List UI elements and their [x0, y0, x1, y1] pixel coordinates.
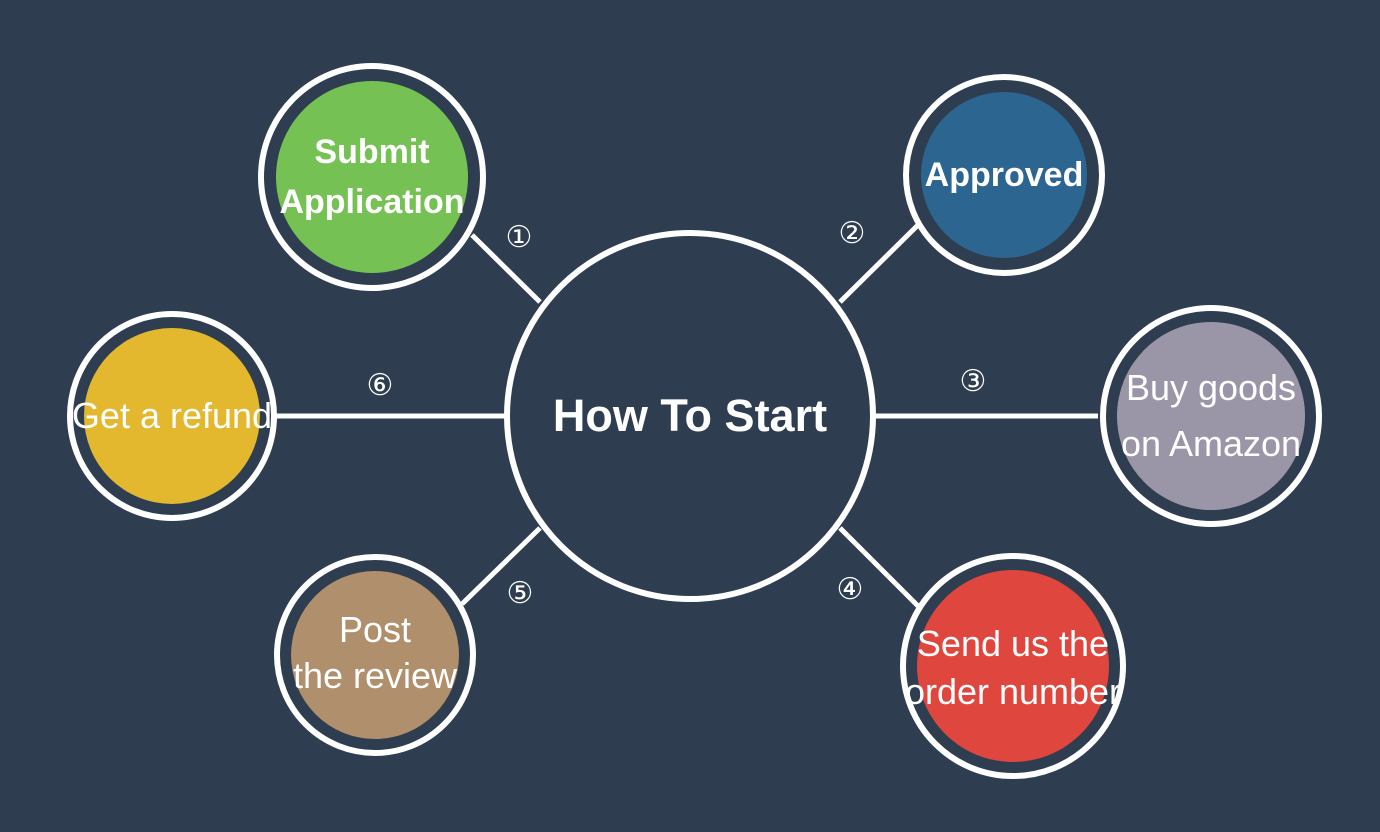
step-4-label-line-2: order number	[904, 671, 1122, 712]
connector-4	[838, 526, 920, 608]
step-3-label-line-1: Buy goods	[1125, 367, 1297, 408]
step-1-label-line-2: Application	[279, 183, 465, 221]
connector-5	[460, 526, 542, 606]
step-2-fill	[921, 92, 1087, 258]
step-6-label: Get a refund	[71, 395, 273, 436]
step-4-number: ④	[836, 572, 864, 607]
step-6-fill	[84, 328, 260, 504]
step-4-fill	[917, 570, 1109, 762]
step-5-label-line-1: Post	[338, 609, 412, 650]
step-3-label: Buy goods on Amazon	[1098, 358, 1324, 474]
center-title: How To Start	[552, 390, 828, 441]
center-circle	[504, 230, 876, 602]
step-1-number: ①	[505, 220, 533, 255]
step-5-label: Post the review	[275, 607, 475, 699]
step-1-fill	[276, 81, 468, 273]
step-4-label: Send us the order number	[898, 618, 1128, 718]
connector-1	[470, 233, 542, 304]
step-2-label: Approved	[924, 155, 1084, 194]
step-3-label-line-2: on Amazon	[1120, 423, 1302, 464]
connector-2	[838, 223, 920, 304]
step-2-number: ②	[838, 216, 866, 251]
step-3-number: ③	[959, 364, 987, 399]
step-6-number: ⑥	[366, 368, 394, 403]
step-1-label-line-1: Submit	[314, 133, 430, 171]
step-4-label-line-1: Send us the	[916, 623, 1110, 664]
step-5-number: ⑤	[506, 576, 534, 611]
step-5-label-line-2: the review	[292, 655, 458, 696]
step-1-label: Submit Application	[262, 122, 482, 232]
step-5-fill	[291, 571, 459, 739]
step-3-fill	[1117, 322, 1305, 510]
